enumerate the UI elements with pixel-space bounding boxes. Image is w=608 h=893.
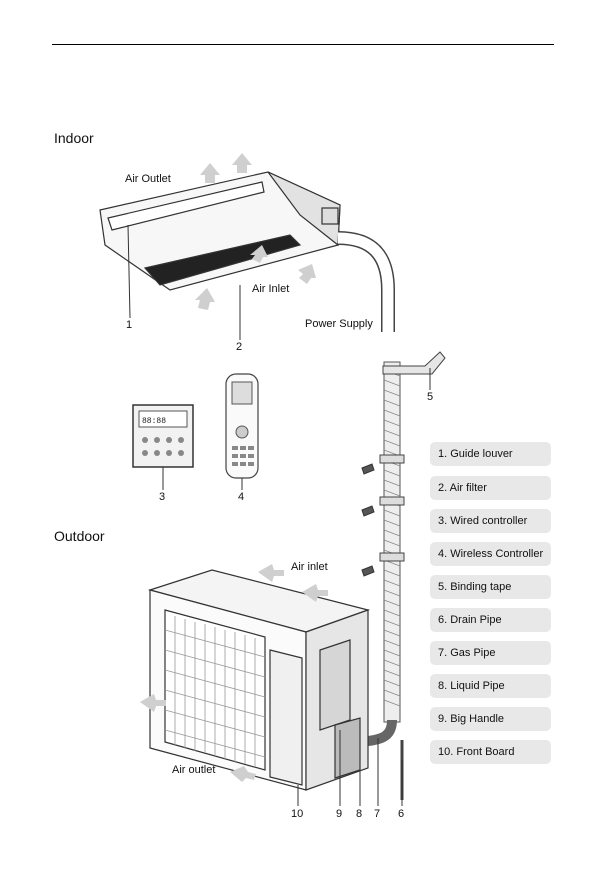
callout-9: 9 xyxy=(336,808,343,820)
indoor-unit xyxy=(99,171,341,291)
legend-item-binding-tape: 5. Binding tape xyxy=(430,575,551,599)
outdoor-airflow-arrows xyxy=(140,564,328,782)
label-air-outlet-outdoor: Air outlet xyxy=(172,764,216,776)
legend-item-front-board: 10. Front Board xyxy=(430,740,551,764)
legend-item-gas-pipe: 7. Gas Pipe xyxy=(430,641,551,665)
legend-item-guide-louver: 1. Guide louver xyxy=(430,442,551,466)
legend-item-drain-pipe: 6. Drain Pipe xyxy=(430,608,551,632)
callout-8: 8 xyxy=(356,808,363,820)
callout-7: 7 xyxy=(374,808,381,820)
label-air-outlet-indoor: Air Outlet xyxy=(125,173,171,185)
callout-10: 10 xyxy=(291,808,304,820)
legend-item-liquid-pipe: 8. Liquid Pipe xyxy=(430,674,551,698)
callout-3: 3 xyxy=(159,491,166,503)
callout-6: 6 xyxy=(398,808,405,820)
svg-text:88:88: 88:88 xyxy=(142,417,166,426)
legend-item-wired-controller: 3. Wired controller xyxy=(430,509,551,533)
wall-screws xyxy=(361,463,375,577)
label-air-inlet-indoor: Air Inlet xyxy=(252,283,290,295)
callout-5: 5 xyxy=(427,391,434,403)
legend-item-wireless-controller: 4. Wireless Controller xyxy=(430,542,551,566)
wireless-remote xyxy=(225,373,259,479)
outdoor-heading: Outdoor xyxy=(54,528,105,544)
indoor-airflow-arrows xyxy=(195,153,316,310)
legend-item-big-handle: 9. Big Handle xyxy=(430,707,551,731)
indoor-heading: Indoor xyxy=(54,130,94,146)
wired-controller: 88:88 xyxy=(132,404,194,468)
header-rule xyxy=(52,44,554,45)
legend-item-air-filter: 2. Air filter xyxy=(430,476,551,500)
leader-lines xyxy=(127,224,431,806)
callout-4: 4 xyxy=(238,491,245,503)
label-power-supply: Power Supply xyxy=(305,318,373,330)
callout-2: 2 xyxy=(236,341,243,353)
label-air-inlet-outdoor: Air inlet xyxy=(291,561,328,573)
outdoor-unit xyxy=(147,569,371,791)
pipe-bundle xyxy=(359,351,446,800)
callout-1: 1 xyxy=(126,319,133,331)
